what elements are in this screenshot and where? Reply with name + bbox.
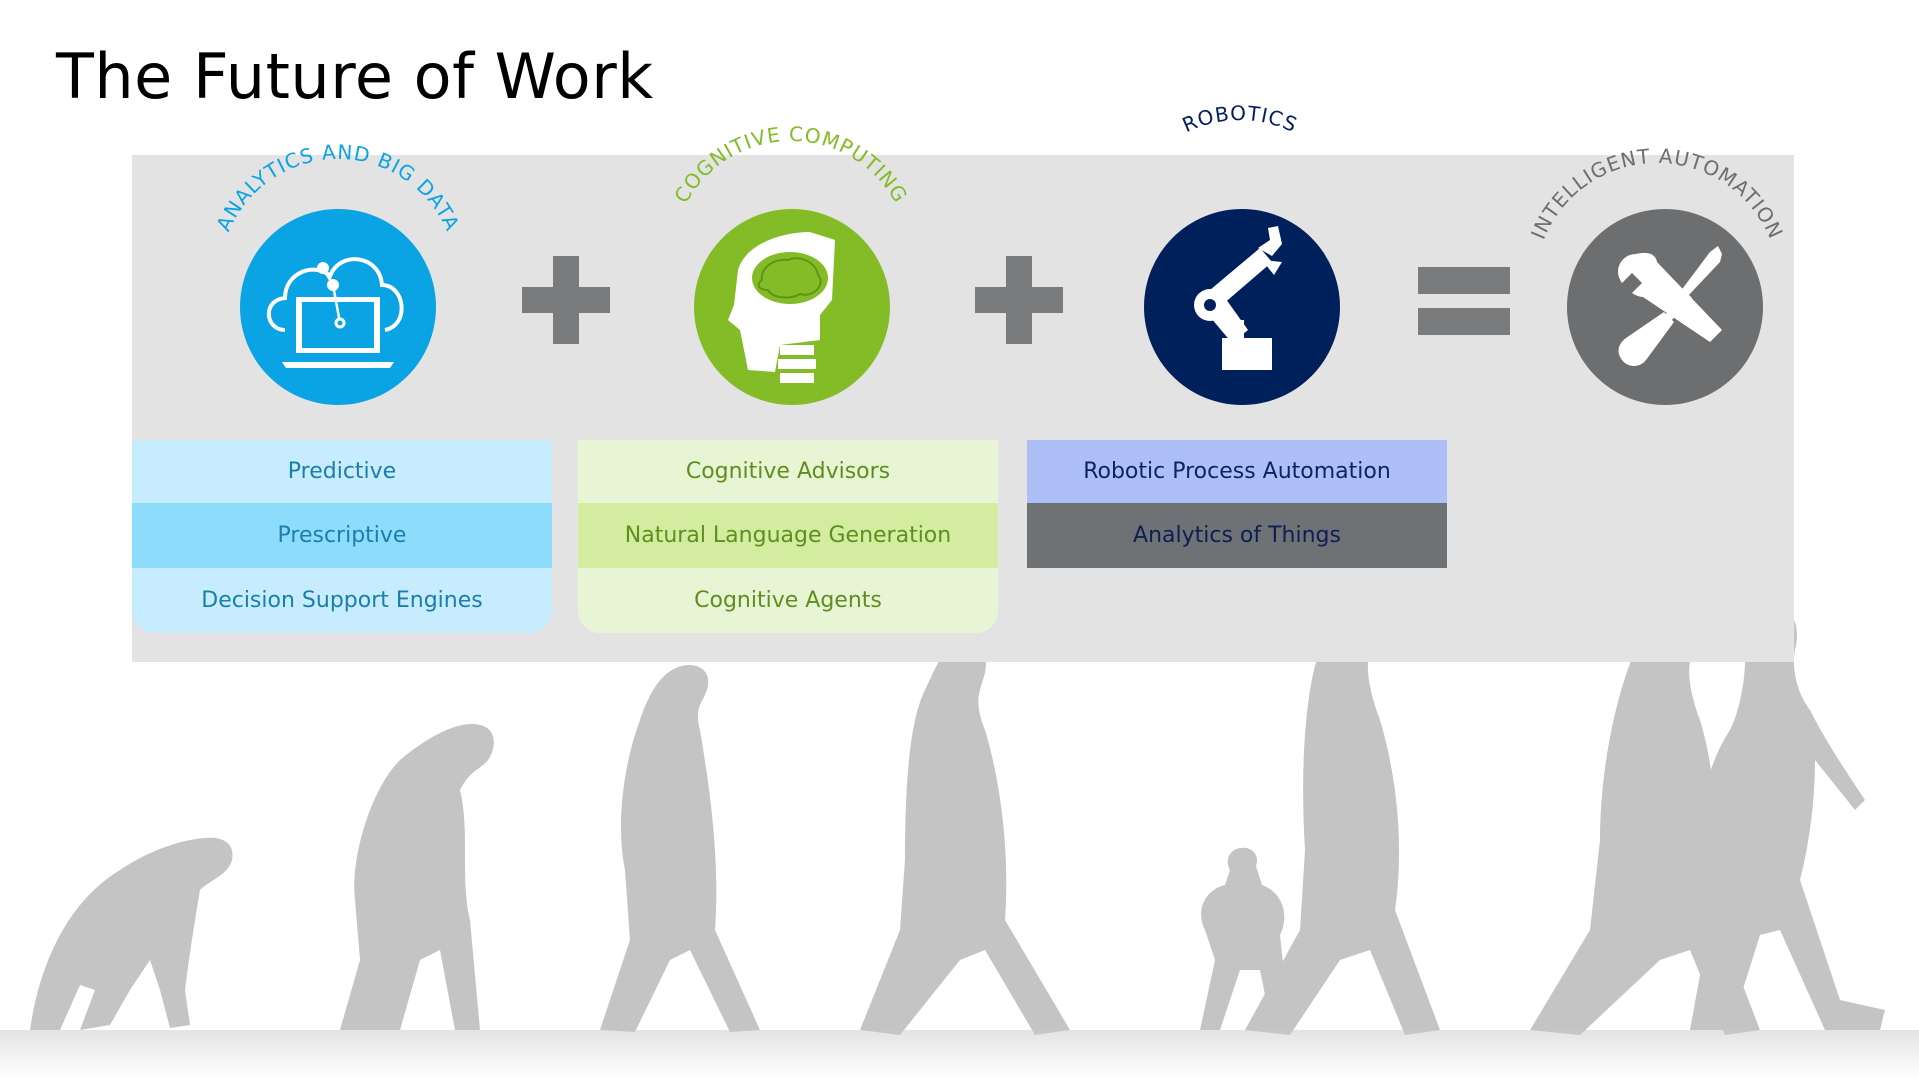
equals-operator [1418, 267, 1510, 335]
robotics-capabilities: Robotic Process Automation Analytics of … [1027, 440, 1447, 568]
intelligent-automation-pillar: INTELLIGENT AUTOMATION [1526, 144, 1787, 405]
capability-item: Decision Support Engines [132, 568, 552, 633]
plus-operator-1 [522, 256, 610, 344]
capability-item: Cognitive Advisors [578, 440, 998, 503]
ape-silhouette [30, 837, 233, 1030]
page-title: The Future of Work [56, 40, 654, 113]
capability-item: Predictive [132, 440, 552, 503]
human-silhouette-3 [1530, 600, 1760, 1035]
capability-item: Robotic Process Automation [1027, 440, 1447, 503]
analytics-pillar: ANALYTICS AND BIG DATA [211, 140, 464, 405]
humanoid-robot-silhouette [1690, 607, 1885, 1030]
brain-head-icon [728, 232, 835, 383]
cloud-laptop-icon [266, 257, 404, 368]
plus-operator-2 [975, 256, 1063, 344]
robotics-arc-label: ROBOTICS [1179, 101, 1302, 137]
analytics-capabilities: Predictive Prescriptive Decision Support… [132, 440, 552, 633]
cognitive-capabilities: Cognitive Advisors Natural Language Gene… [578, 440, 998, 633]
human-silhouette-1 [860, 640, 1070, 1035]
capability-item: Analytics of Things [1027, 503, 1447, 568]
hominid-silhouette-1 [340, 724, 494, 1030]
wrench-screwdriver-icon [1618, 246, 1722, 366]
capability-item: Cognitive Agents [578, 568, 998, 633]
hominid-silhouette-2 [600, 665, 760, 1032]
cognitive-arc-label: COGNITIVE COMPUTING [669, 122, 912, 207]
capability-item: Natural Language Generation [578, 503, 998, 568]
robot-arm-icon [1194, 226, 1282, 370]
capability-item: Prescriptive [132, 503, 552, 568]
human-silhouette-2 [1245, 600, 1440, 1035]
robotics-pillar: ROBOTICS [1144, 101, 1340, 405]
small-robot-silhouette [1200, 847, 1290, 1030]
cognitive-pillar: COGNITIVE COMPUTING [669, 122, 912, 405]
